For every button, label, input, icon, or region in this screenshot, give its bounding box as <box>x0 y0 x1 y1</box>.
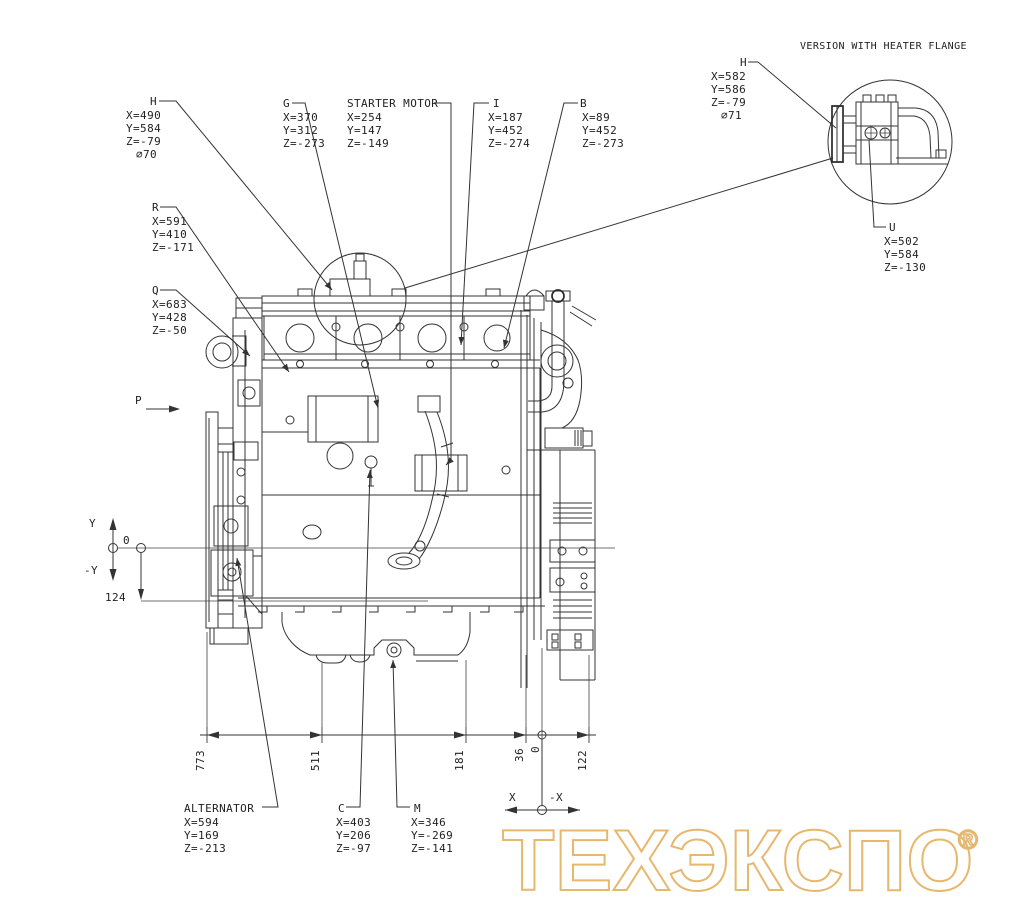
callout-h-y: Y=584 <box>126 122 161 135</box>
watermark-text: ТЕХЭКСПО <box>502 813 974 900</box>
oil-drain-plug <box>386 642 402 658</box>
callout-m-z: Z=-141 <box>411 842 453 855</box>
callout-q-y: Y=428 <box>152 311 187 324</box>
callout-h-detail-id: H <box>740 56 747 69</box>
y-pos-label: Y <box>89 517 96 530</box>
callout-u-y: Y=584 <box>884 248 919 261</box>
engine-side-view <box>205 253 597 688</box>
starter-motor-part <box>414 454 468 492</box>
callout-starter-z: Z=-149 <box>347 137 389 150</box>
callout-h-dia: ⌀70 <box>136 148 157 161</box>
alternator-part <box>210 505 263 615</box>
callout-u-id: U <box>889 221 896 234</box>
callout-q-x: X=683 <box>152 298 187 311</box>
callout-starter-x: X=254 <box>347 111 382 124</box>
dipstick <box>364 455 378 487</box>
callout-g-x: X=370 <box>283 111 318 124</box>
u-leader <box>868 139 886 228</box>
oil-pan <box>281 612 471 664</box>
callout-g-y: Y=312 <box>283 124 318 137</box>
callout-b-y: Y=452 <box>582 124 617 137</box>
callout-c-id: C <box>338 802 345 815</box>
callout-c-y: Y=206 <box>336 829 371 842</box>
dim-124: 124 <box>105 591 126 604</box>
heater-flange-detail-view <box>404 61 953 289</box>
callout-h-z: Z=-79 <box>126 135 161 148</box>
dimension-lines <box>108 405 615 815</box>
callout-r-z: Z=-171 <box>152 241 194 254</box>
detail-title: VERSION WITH HEATER FLANGE <box>800 41 967 52</box>
detail-circle <box>827 79 953 205</box>
alternator-leader <box>235 557 279 808</box>
callout-u-x: X=502 <box>884 235 919 248</box>
registered-trademark-icon: ® <box>958 825 978 855</box>
p-view-label: P <box>135 394 142 407</box>
callout-m-x: X=346 <box>411 816 446 829</box>
y-neg-label: -Y <box>84 564 98 577</box>
callout-alternator-y: Y=169 <box>184 829 219 842</box>
dim-511: 511 <box>309 750 322 771</box>
r-leader <box>160 206 290 373</box>
callout-starter-id: STARTER MOTOR <box>347 97 438 110</box>
dim-0: 0 <box>529 746 542 753</box>
i-leader <box>458 102 489 346</box>
dim-181: 181 <box>453 750 466 771</box>
callout-h-id: H <box>150 95 157 108</box>
callout-u-z: Z=-130 <box>884 261 926 274</box>
callout-h-x: X=490 <box>126 109 161 122</box>
callout-b-z: Z=-273 <box>582 137 624 150</box>
x-neg-label: -X <box>549 791 563 804</box>
balloon-circle <box>313 252 407 346</box>
callout-h-detail-x: X=582 <box>711 70 746 83</box>
callout-r-id: R <box>152 201 159 214</box>
y-axis-indicator <box>108 518 146 600</box>
callout-r-x: X=591 <box>152 215 187 228</box>
callout-i-y: Y=452 <box>488 124 523 137</box>
watermark: ТЕХЭКСПО ® <box>501 812 979 900</box>
callout-g-z: Z=-273 <box>283 137 325 150</box>
callout-q-z: Z=-50 <box>152 324 187 337</box>
dim-36: 36 <box>513 748 526 762</box>
b-leader <box>502 102 578 349</box>
callout-starter-y: Y=147 <box>347 124 382 137</box>
h-main-leader <box>159 100 333 291</box>
callout-i-id: I <box>493 97 500 110</box>
callout-i-x: X=187 <box>488 111 523 124</box>
x-pos-label: X <box>509 791 516 804</box>
starter-motor-leader <box>434 102 454 466</box>
callout-alternator-x: X=594 <box>184 816 219 829</box>
p-view-arrow <box>146 405 180 413</box>
m-leader <box>390 659 410 808</box>
callout-q-id: Q <box>152 284 159 297</box>
x-axis-indicator <box>505 739 580 815</box>
callout-r-y: Y=410 <box>152 228 187 241</box>
callout-h-detail-z: Z=-79 <box>711 96 746 109</box>
callout-c-x: X=403 <box>336 816 371 829</box>
g-leader <box>292 102 380 409</box>
callout-m-id: M <box>414 802 421 815</box>
h-detail-leader <box>748 61 837 129</box>
callout-i-z: Z=-274 <box>488 137 530 150</box>
callout-alternator-z: Z=-213 <box>184 842 226 855</box>
callout-h-detail-dia: ⌀71 <box>721 109 742 122</box>
y-zero-label: 0 <box>123 534 130 547</box>
q-leader <box>160 289 251 357</box>
callout-b-x: X=89 <box>582 111 610 124</box>
callout-alternator-id: ALTERNATOR <box>184 802 254 815</box>
dim-773: 773 <box>194 750 207 771</box>
detail-leader-line <box>404 157 834 289</box>
callout-b-id: B <box>580 97 587 110</box>
c-leader <box>346 469 373 808</box>
callout-h-detail-y: Y=586 <box>711 83 746 96</box>
callout-g-id: G <box>283 97 290 110</box>
callout-m-y: Y=-269 <box>411 829 453 842</box>
callout-leader-lines <box>159 100 578 808</box>
callout-c-z: Z=-97 <box>336 842 371 855</box>
dim-122: 122 <box>576 750 589 771</box>
annotation-text: VERSION WITH HEATER FLANGE H X=582 Y=586… <box>84 41 967 855</box>
